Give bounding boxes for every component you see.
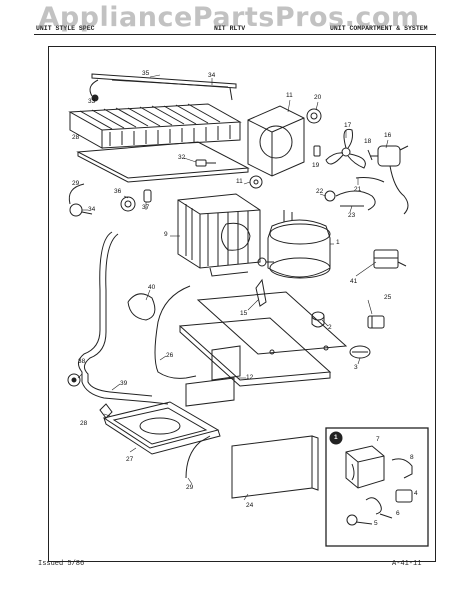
callout-41: 41 (350, 278, 358, 285)
clip-30 (195, 159, 216, 167)
overload-23 (367, 315, 385, 329)
bracket-26 (99, 403, 113, 419)
callout-2: 2 (328, 324, 332, 331)
callout-30: 32 (178, 154, 186, 161)
inset-callout-5: 5 (374, 520, 378, 527)
header-rule (34, 34, 436, 35)
relay-41 (373, 249, 407, 269)
callout-26: 28 (80, 420, 88, 427)
evaporator-coil (68, 103, 242, 149)
callout-33: 34 (208, 72, 216, 79)
bracket-17 (313, 145, 321, 157)
inset-callout-6: 6 (396, 510, 400, 517)
base-rails (178, 291, 348, 387)
part-3 (349, 345, 371, 359)
callout-39: 36 (114, 188, 122, 195)
callout-22: 24 (246, 502, 254, 509)
inset-callout-8: 8 (410, 454, 414, 461)
callout-21: 23 (348, 212, 356, 219)
drain-tube-27 (185, 435, 211, 479)
access-cover (231, 435, 319, 499)
callout-20: 22 (316, 188, 324, 195)
condenser-fan-blade (325, 128, 366, 169)
part-40 (143, 189, 152, 203)
inset-callout-7: 7 (376, 436, 380, 443)
callout-38: 40 (148, 284, 156, 291)
fan-bracket (324, 190, 376, 211)
callout-40: 37 (142, 204, 150, 211)
inset-callout-4: 4 (414, 490, 418, 497)
callout-24: 26 (166, 352, 174, 359)
condenser-coil (177, 193, 261, 277)
drip-tray-plate (76, 141, 250, 183)
callout-37: 39 (120, 380, 128, 387)
callout-18: 21 (354, 186, 362, 193)
callout-36: 38 (78, 358, 86, 365)
filter-drier (255, 278, 267, 307)
diagram-frame (48, 46, 436, 562)
callout-29: 29 (72, 180, 80, 187)
header-center: NIT RLTV (214, 25, 246, 32)
callout-35: 34 (88, 206, 96, 213)
callout-23: 25 (384, 294, 392, 301)
callout-13: 15 (240, 310, 248, 317)
suction-tubing (78, 231, 169, 405)
header-left: UNIT STYLE SPEC (36, 25, 95, 32)
plate-12-lower (185, 377, 235, 407)
callout-10: 11 (286, 92, 293, 99)
detail-inset (325, 427, 429, 547)
callout-9: 9 (164, 231, 168, 238)
callout-17: 19 (312, 162, 320, 169)
callout-34: 35 (142, 70, 150, 77)
callout-25: 27 (126, 456, 134, 463)
leader-lines (77, 74, 389, 501)
drain-pan (102, 401, 221, 455)
wire-38 (127, 293, 156, 321)
callout-19: 20 (314, 94, 322, 101)
screw-16 (367, 149, 373, 161)
callout-11: 11 (236, 178, 243, 185)
callout-14: 16 (384, 132, 392, 139)
fan-shroud (247, 105, 305, 177)
defrost-tube-bar (89, 73, 237, 102)
callout-32: 33 (88, 98, 96, 105)
callout-16: 18 (364, 138, 372, 145)
mounting-plate (211, 345, 241, 381)
callout-15: 17 (344, 122, 352, 129)
fan-motor (370, 145, 409, 215)
inset-badge: 1 (334, 434, 338, 441)
callout-27: 29 (186, 484, 194, 491)
grommet-11 (249, 175, 263, 189)
callout-1: 1 (336, 239, 340, 246)
issued-date: Issued 5/86 (38, 560, 85, 568)
tube-24 (154, 285, 197, 379)
part-39 (120, 196, 136, 212)
compressor (257, 210, 331, 279)
callout-28: 28 (72, 134, 80, 141)
page-code: A-41-11 (392, 560, 422, 568)
drain-valve-36 (67, 373, 81, 387)
fan-grommet (306, 108, 322, 124)
callout-12: 12 (246, 374, 254, 381)
wire-18 (355, 177, 385, 183)
header-right: UNIT COMPARTMENT & SYSTEM (330, 25, 428, 32)
callout-3: 3 (354, 364, 358, 371)
